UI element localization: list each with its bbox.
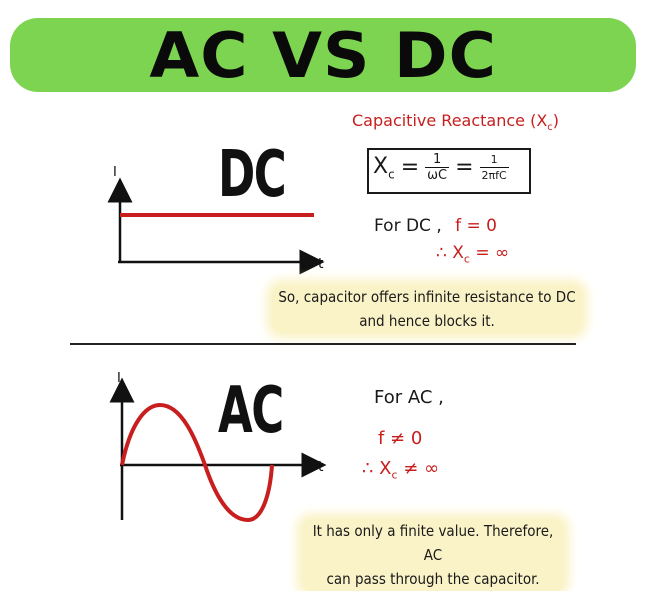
ac-axis-x-label: t xyxy=(318,459,324,475)
reactance-formula: Xc = 1 ωC = 1 2πfC xyxy=(373,152,509,183)
dc-therefore-line: ∴ Xc = ∞ xyxy=(436,243,510,266)
ac-f-value: f ≠ 0 xyxy=(378,428,423,449)
dc-axis-x-label: t xyxy=(318,256,324,272)
ac-note-line-1: It has only a finite value. Therefore, A… xyxy=(312,522,554,564)
dc-axis-y-label: I xyxy=(113,165,117,180)
dc-label: DC xyxy=(218,138,287,212)
ac-therefore-line: ∴ Xc ≠ ∞ xyxy=(362,458,440,482)
dc-note-line-1: So, capacitor offers infinite resistance… xyxy=(278,288,576,306)
ac-label: AC xyxy=(218,374,284,448)
reactance-heading: Capacitive Reactance (Xc) xyxy=(352,111,560,134)
dc-for-line: For DC , f = 0 xyxy=(374,216,497,236)
section-divider xyxy=(70,343,576,345)
ac-note: It has only a finite value. Therefore, A… xyxy=(302,519,564,591)
dc-note: So, capacitor offers infinite resistance… xyxy=(272,285,582,333)
ac-signal-wave xyxy=(120,402,274,523)
ac-note-line-2: can pass through the capacitor. xyxy=(326,570,540,588)
page-title: AC VS DC xyxy=(149,18,497,92)
reactance-formula-box xyxy=(367,148,531,194)
ac-for-line: For AC , xyxy=(374,387,444,408)
ac-axis-y-label: I xyxy=(117,371,121,386)
title-banner: AC VS DC xyxy=(10,18,636,92)
dc-note-line-2: and hence blocks it. xyxy=(359,312,495,330)
